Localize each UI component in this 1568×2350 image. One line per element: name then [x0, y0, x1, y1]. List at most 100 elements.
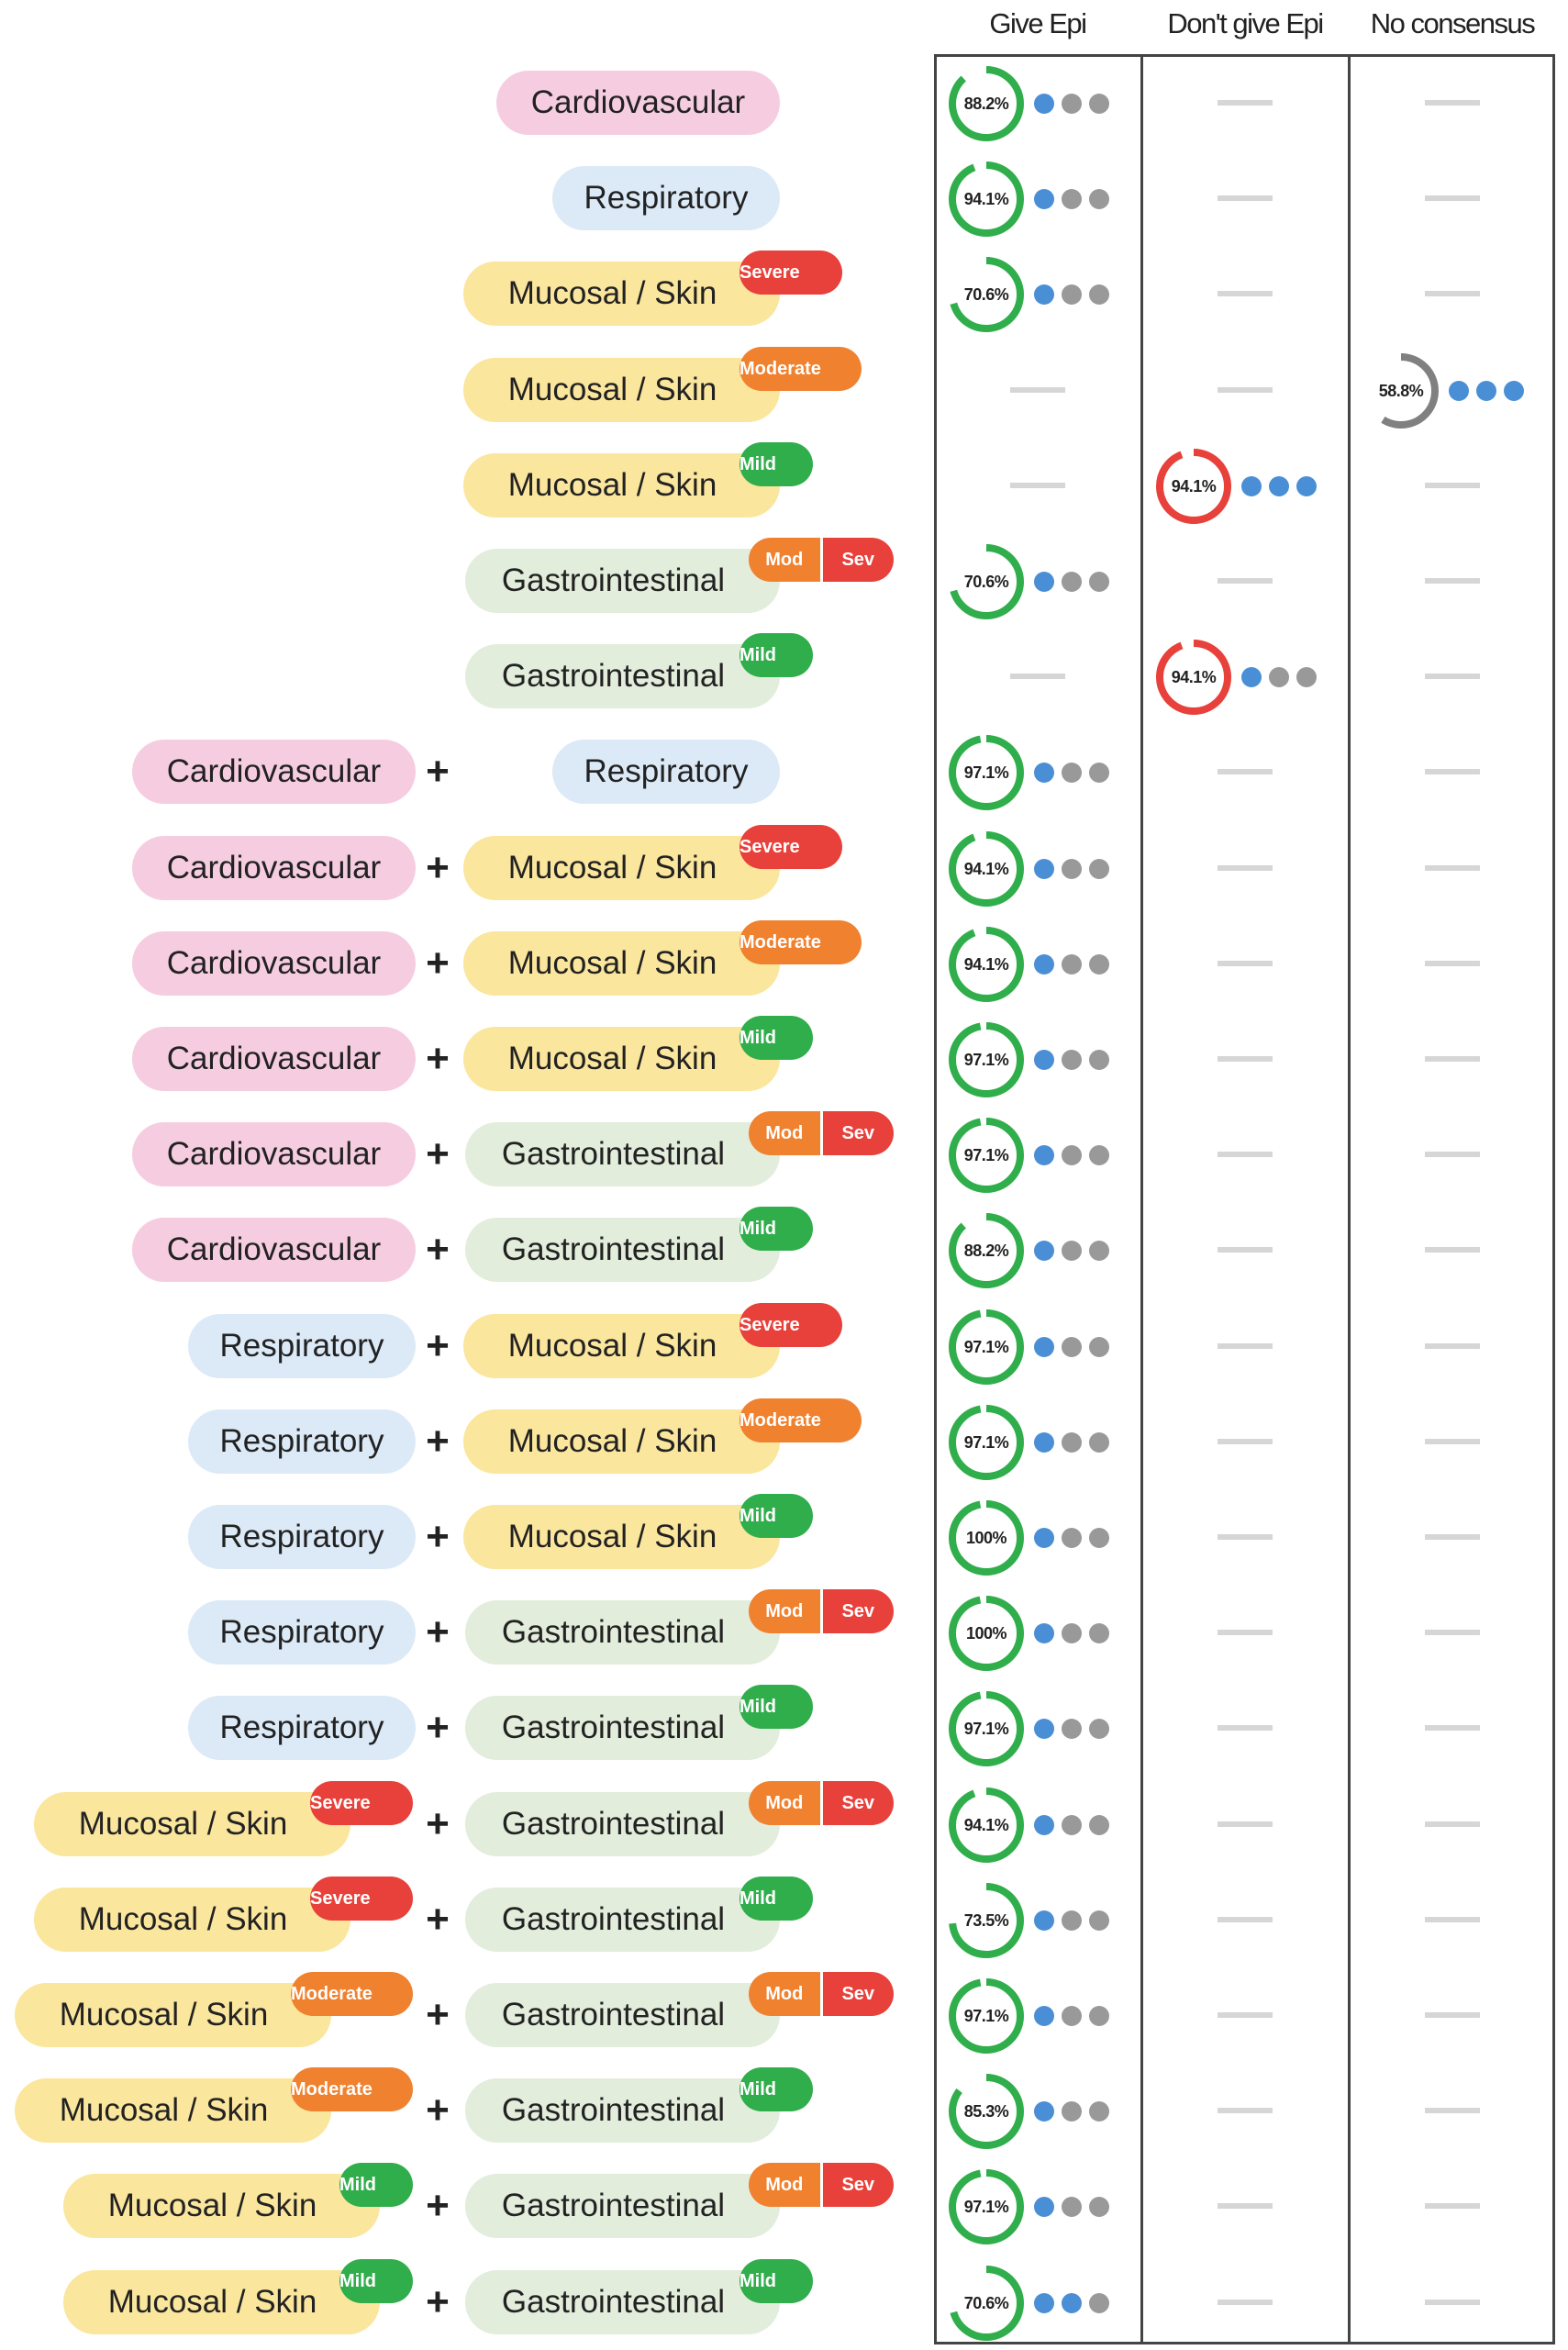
- category-label: Gastrointestinal: [501, 2188, 726, 2224]
- category-label: Respiratory: [584, 753, 749, 790]
- plus-sign: +: [426, 2278, 450, 2324]
- percent-label: 97.1%: [963, 1051, 1009, 1069]
- severity-badge-severe: Severe: [310, 1780, 413, 1825]
- indicator-dot-empty: [1089, 1528, 1109, 1548]
- indicator-dot-empty: [1062, 1623, 1082, 1644]
- donut-arc: [949, 1213, 1024, 1289]
- severity-badge-mild: Mild: [740, 1207, 813, 1252]
- agreement-donut: [949, 1691, 1024, 1767]
- severity-badge-mild: Mild: [740, 2067, 813, 2112]
- category-label: Mucosal / Skin: [507, 275, 717, 312]
- category-label: Cardiovascular: [166, 1231, 382, 1268]
- empty-dash: [1218, 195, 1273, 202]
- category-label: Mucosal / Skin: [78, 1805, 288, 1842]
- category-label: Gastrointestinal: [501, 562, 726, 598]
- donut-arc: [1156, 448, 1231, 524]
- indicator-dot-empty: [1089, 858, 1109, 879]
- indicator-dot-filled: [1034, 1528, 1054, 1548]
- agreement-donut: [949, 1022, 1024, 1097]
- indicator-dot-filled: [1034, 2006, 1054, 2026]
- category-pill-cardiovascular: Cardiovascular: [132, 835, 416, 900]
- donut-arc: [949, 1882, 1024, 1958]
- category-label: Respiratory: [219, 1710, 384, 1746]
- severity-badge-moderate: Moderate: [291, 2067, 413, 2112]
- plus-sign: +: [426, 2088, 450, 2133]
- indicator-dot-filled: [1269, 475, 1289, 496]
- column-divider: [1140, 54, 1143, 2344]
- indicator-dot-empty: [1089, 284, 1109, 306]
- category-label: Mucosal / Skin: [507, 849, 717, 885]
- indicator-dot-empty: [1062, 763, 1082, 784]
- indicator-dot-filled: [1034, 2197, 1054, 2218]
- severity-badge-mild: Mild: [740, 2258, 813, 2303]
- empty-dash: [1425, 2299, 1480, 2305]
- agreement-donut: [949, 257, 1024, 333]
- empty-dash: [1218, 100, 1273, 106]
- indicator-dot-filled: [1034, 2292, 1054, 2313]
- indicator-dot-filled: [1476, 380, 1496, 401]
- severity-badge-moderate: Moderate: [291, 1972, 413, 2016]
- indicator-dot-empty: [1062, 1910, 1082, 1931]
- indicator-dot-empty: [1062, 1241, 1082, 1262]
- indicator-dot-empty: [1089, 2292, 1109, 2313]
- indicator-dot-empty: [1089, 2197, 1109, 2218]
- empty-dash: [1218, 2203, 1273, 2210]
- category-label: Respiratory: [219, 1614, 384, 1651]
- indicator-dot-empty: [1089, 1719, 1109, 1740]
- percent-label: 97.1%: [963, 2007, 1009, 2025]
- indicator-dot-filled: [1034, 284, 1054, 306]
- indicator-dot-empty: [1062, 1336, 1082, 1357]
- agreement-donut: [949, 1213, 1024, 1289]
- column-header-give-epi: Give Epi: [989, 7, 1087, 39]
- empty-dash: [1425, 2012, 1480, 2018]
- empty-dash: [1425, 674, 1480, 680]
- donut-arc: [949, 2074, 1024, 2150]
- category-label: Gastrointestinal: [501, 1710, 726, 1746]
- percent-label: 97.1%: [963, 1146, 1009, 1165]
- category-label: Mucosal / Skin: [59, 1997, 269, 2033]
- donut-arc: [949, 1787, 1024, 1863]
- percent-label: 94.1%: [963, 859, 1009, 878]
- agreement-donut: [949, 544, 1024, 619]
- donut-arc: [949, 1500, 1024, 1576]
- percent-label: 88.2%: [963, 1242, 1009, 1261]
- agreement-donut: [1156, 448, 1231, 524]
- donut-arc: [1156, 640, 1231, 716]
- indicator-dot-filled: [1034, 858, 1054, 879]
- empty-dash: [1218, 2012, 1273, 2018]
- plus-sign: +: [426, 1609, 450, 1655]
- category-pill-respiratory: Respiratory: [188, 1409, 416, 1474]
- empty-dash: [1425, 1821, 1480, 1827]
- category-label: Cardiovascular: [530, 84, 746, 120]
- category-pill-respiratory: Respiratory: [188, 1313, 416, 1378]
- percent-label: 97.1%: [963, 1337, 1009, 1356]
- plus-sign: +: [426, 1131, 450, 1177]
- empty-dash: [1010, 482, 1065, 488]
- empty-dash: [1425, 1152, 1480, 1158]
- agreement-donut: [949, 66, 1024, 141]
- donut-arc: [949, 1022, 1024, 1097]
- agreement-donut: [949, 1978, 1024, 2054]
- donut-arc: [949, 1404, 1024, 1480]
- indicator-dot-filled: [1062, 2292, 1082, 2313]
- indicator-dot-filled: [1034, 189, 1054, 210]
